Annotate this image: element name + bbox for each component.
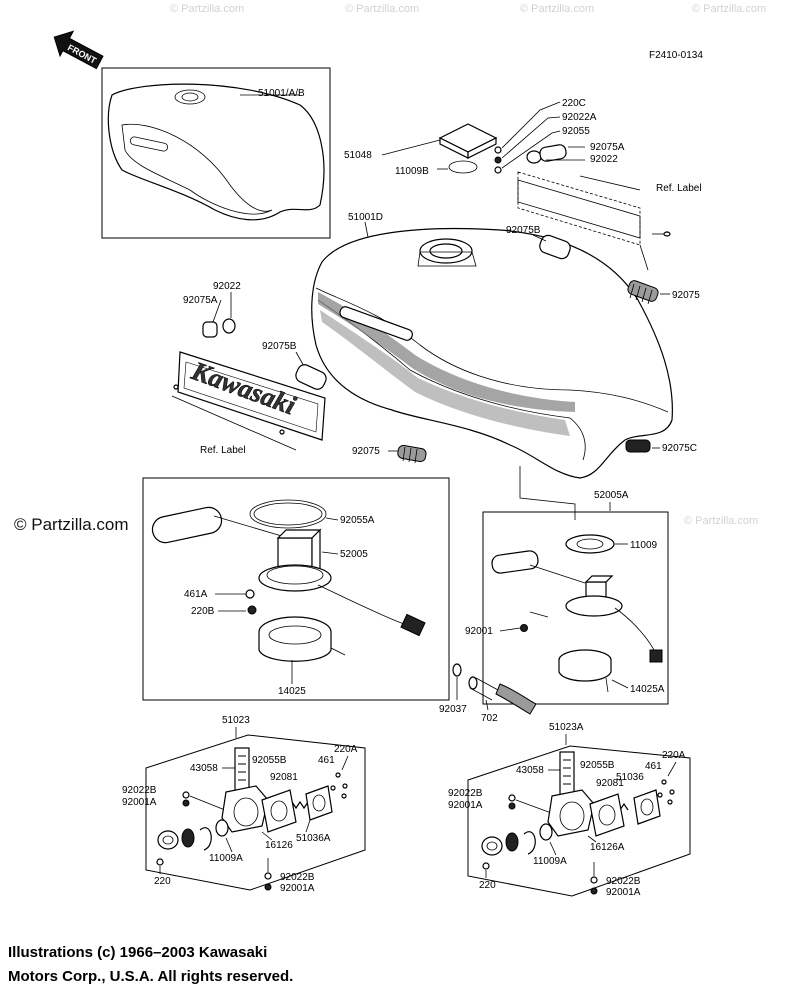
part-label: 51001/A/B (258, 88, 305, 99)
part-label: 92001 (465, 626, 493, 637)
part-label: Ref. Label (656, 183, 702, 194)
part-label: 92075 (352, 446, 380, 457)
part-label: 92022 (590, 154, 618, 165)
part-label: 220 (154, 876, 171, 887)
fuel-hose-parts: 92037 702 (439, 663, 537, 724)
watermark: © Partzilla.com (345, 3, 419, 15)
part-label: 14025 (278, 686, 306, 697)
part-label: 220C (562, 98, 586, 109)
fuel-cock-assembly-alt: 51023A 43058 92055B 461 220A 51036 92022… (448, 722, 691, 898)
part-label: 92055 (562, 126, 590, 137)
part-label: 11009A (533, 856, 567, 867)
tank-inset: 51001/A/B (101, 67, 331, 239)
part-label: 92075B (262, 341, 297, 352)
watermark: © Partzilla.com (692, 3, 766, 15)
cap-cover-parts: 51048 11009B 220C 92022A 92055 92075A 92… (344, 98, 702, 305)
fuel-cock-assembly: 51023 43058 92055B 461 220A 92022B 92001… (122, 715, 366, 894)
part-label: 51023A (549, 722, 584, 733)
part-label: 461 (318, 755, 335, 766)
part-label: 11009 (630, 540, 658, 551)
part-label: 92001A (280, 883, 315, 894)
part-label: 52005A (594, 490, 629, 501)
part-label: 11009B (395, 166, 429, 177)
part-label: 14025A (630, 684, 665, 695)
watermark: © Partzilla.com (14, 515, 129, 534)
part-label: 92037 (439, 704, 467, 715)
fuel-sender-box-alt: 52005A 11009 92001 14025A (465, 466, 669, 705)
part-label: 16126A (590, 842, 625, 853)
part-label: 51023 (222, 715, 250, 726)
part-label: 92022A (562, 112, 597, 123)
part-label: 43058 (516, 765, 544, 776)
front-arrow-icon: FRONT (53, 30, 104, 70)
part-label: 92055A (340, 515, 375, 526)
part-label: 51036A (296, 833, 331, 844)
part-label: 92075A (183, 295, 218, 306)
part-label: 92022B (122, 785, 157, 796)
part-label: 92055B (580, 760, 615, 771)
part-label: 43058 (190, 763, 218, 774)
part-label: 461A (184, 589, 208, 600)
fuel-sender-box: 92055A 52005 461A 220B 14025 (142, 477, 450, 701)
part-label: 92001A (606, 887, 641, 898)
part-label: 92022B (606, 876, 641, 887)
part-label: 92081 (270, 772, 298, 783)
damper-parts: 92075 92075C (352, 439, 697, 464)
part-label: 51036 (616, 772, 644, 783)
part-label: 220A (334, 744, 358, 755)
figure-code: F2410-0134 (649, 50, 703, 61)
part-label: 702 (481, 713, 498, 724)
part-label: 220B (191, 606, 215, 617)
part-label: Ref. Label (200, 445, 246, 456)
part-label: 92075A (590, 142, 625, 153)
copyright-line-1: Illustrations (c) 1966–2003 Kawasaki (8, 944, 268, 961)
part-label: 92081 (596, 778, 624, 789)
part-label: 92055B (252, 755, 287, 766)
part-label: 220 (479, 880, 496, 891)
part-label: 92075 (672, 290, 700, 301)
emblem-parts: 92022 92075A 92075B Kawasaki Ref. Label (171, 281, 327, 456)
part-label: 92001A (122, 797, 157, 808)
part-label: 92075B (506, 225, 541, 236)
part-label: 16126 (265, 840, 293, 851)
watermark: © Partzilla.com (170, 3, 244, 15)
part-label: 51048 (344, 150, 372, 161)
main-fuel-tank: 51001D (311, 212, 673, 479)
part-label: 92001A (448, 800, 483, 811)
part-label: 11009A (209, 853, 243, 864)
part-label: 92022B (280, 872, 315, 883)
part-label: 92022B (448, 788, 483, 799)
part-label: 92075C (662, 443, 697, 454)
watermark: © Partzilla.com (684, 515, 758, 527)
part-label: 92022 (213, 281, 241, 292)
part-label: 51001D (348, 212, 383, 223)
part-label: 220A (662, 750, 686, 761)
part-label: 52005 (340, 549, 368, 560)
part-label: 461 (645, 761, 662, 772)
watermark: © Partzilla.com (520, 3, 594, 15)
copyright-line-2: Motors Corp., U.S.A. All rights reserved… (8, 968, 294, 985)
